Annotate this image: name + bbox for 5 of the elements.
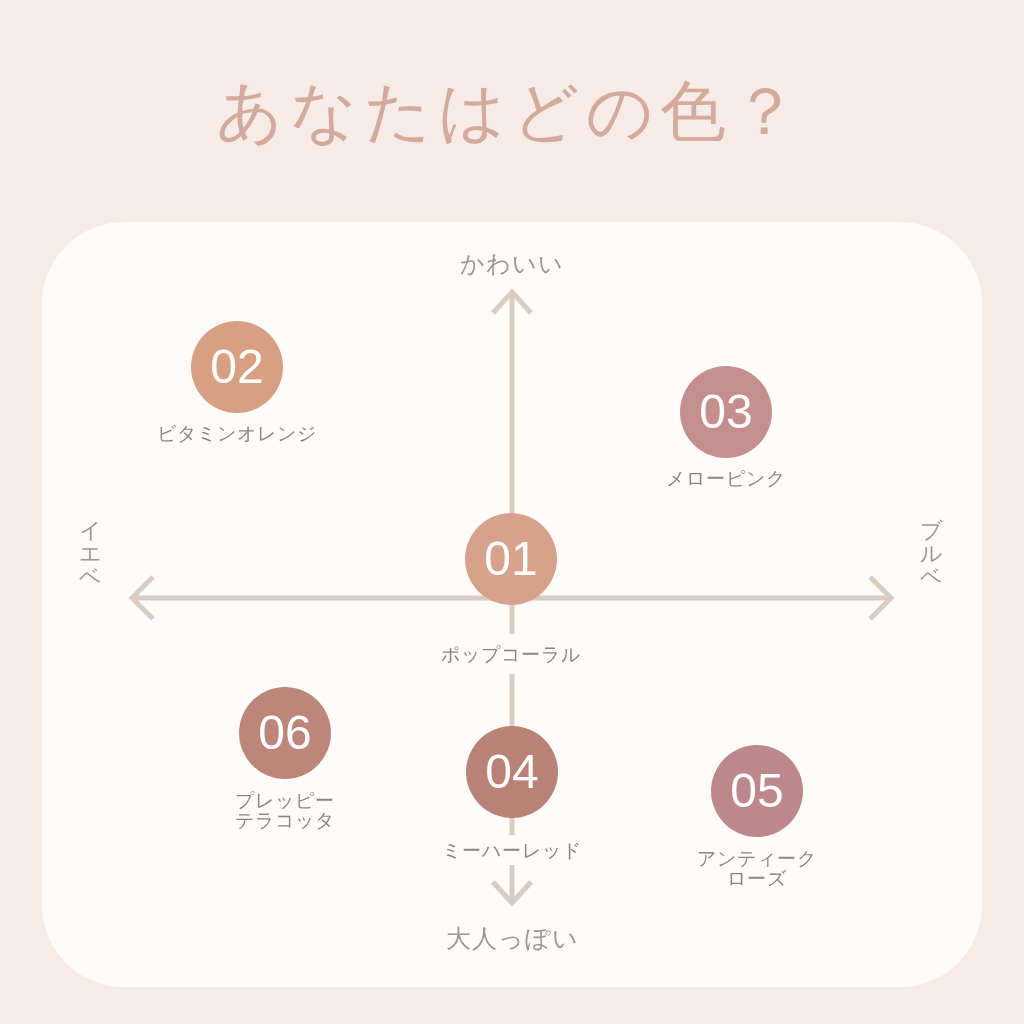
axis-label: イエベ [78, 518, 102, 588]
axis-label: ブルベ [919, 518, 943, 588]
axis-label: かわいい [460, 252, 564, 276]
title: あなたはどの色？ [216, 79, 804, 145]
axis-label: 大人っぽい [445, 925, 579, 951]
